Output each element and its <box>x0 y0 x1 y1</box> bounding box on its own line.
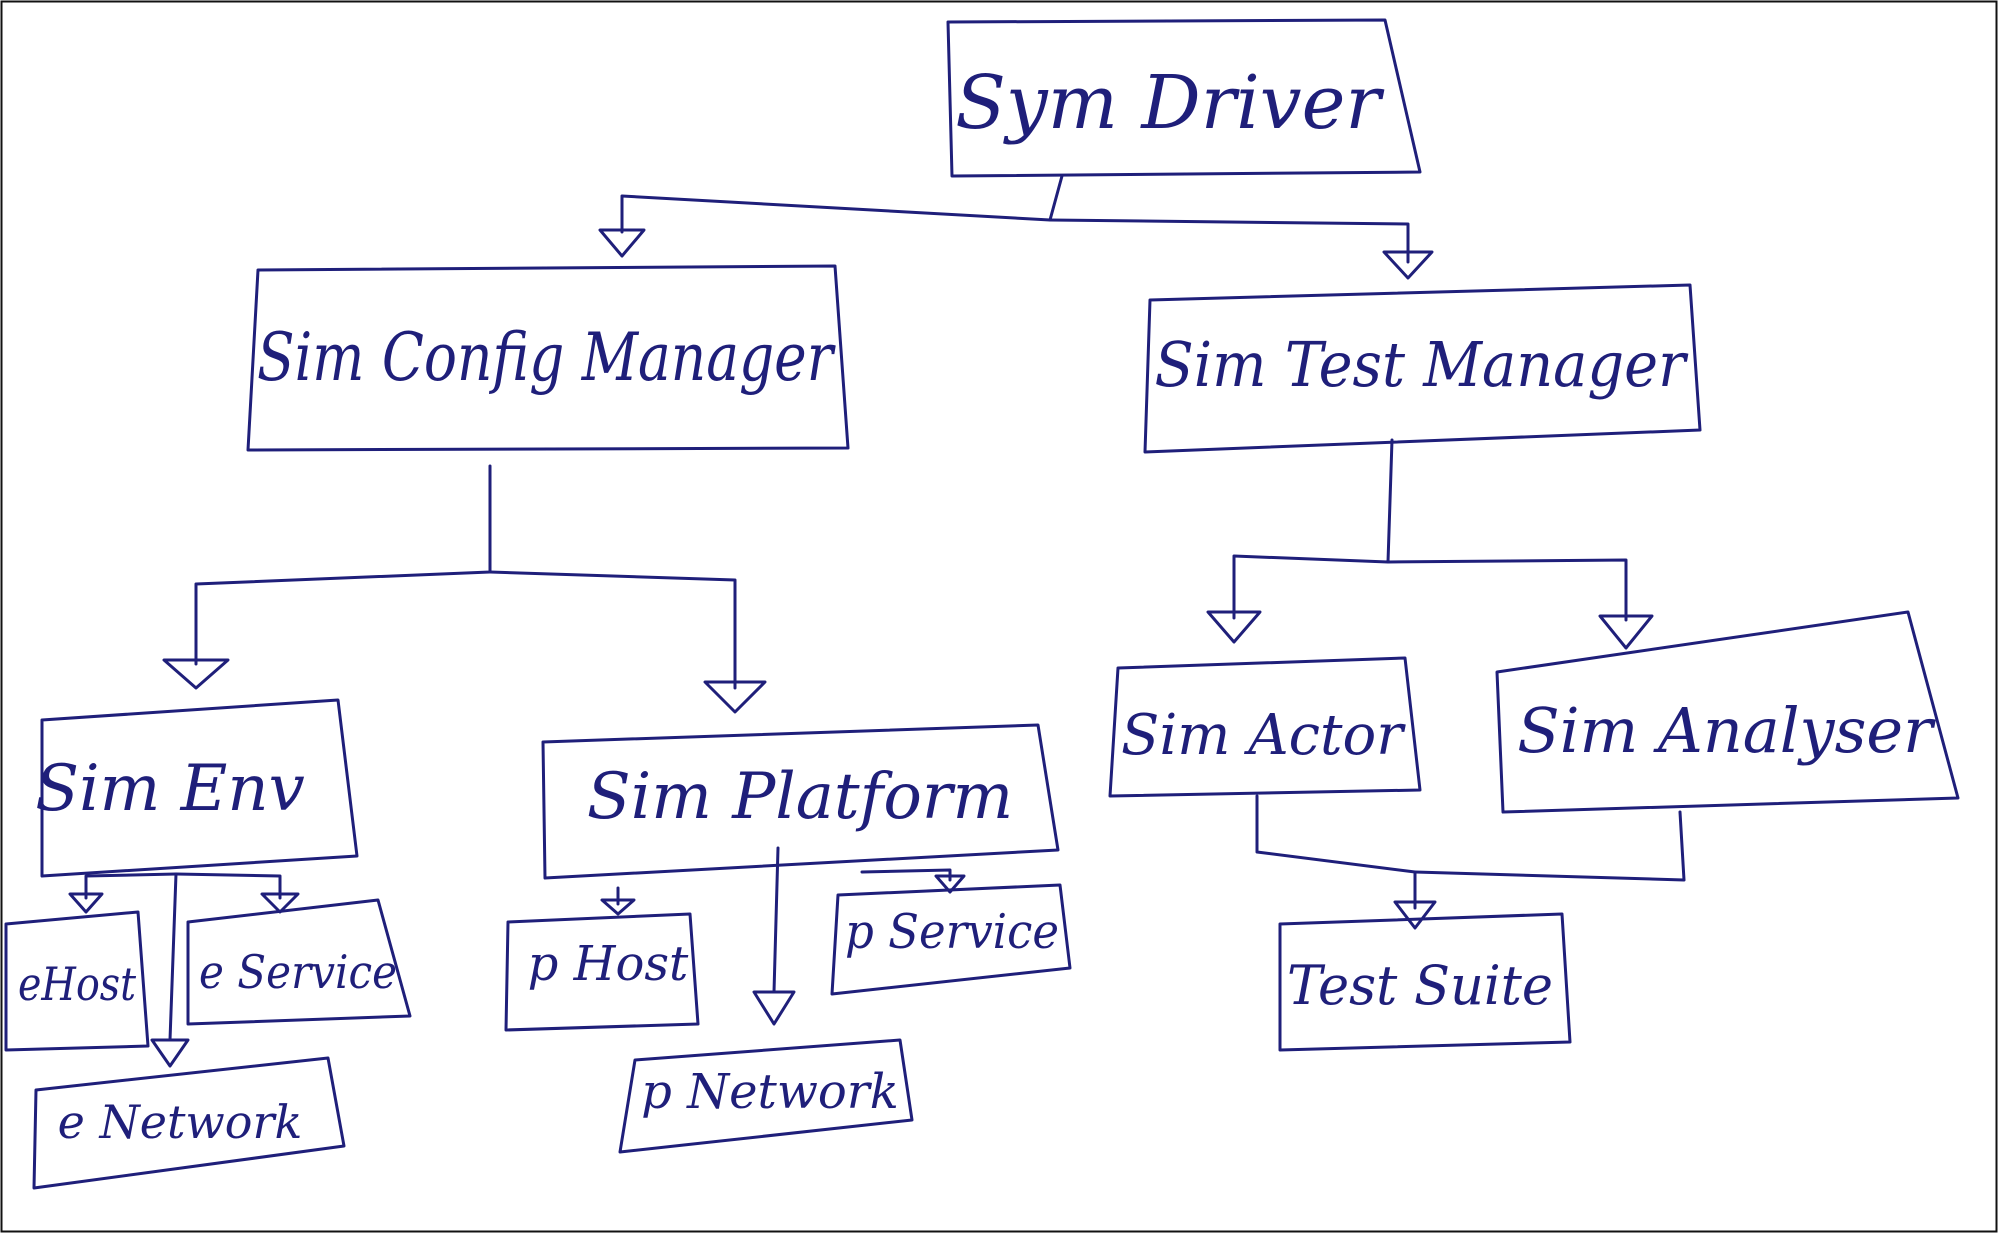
node-label-simtest: Sim Test Manager <box>1155 328 1689 401</box>
arrowhead-test-suite <box>1393 900 1437 930</box>
node-box-simanalyser <box>1495 610 1960 814</box>
node-box-testsuite <box>1278 912 1572 1052</box>
arrowhead-pservice <box>934 874 966 894</box>
connector-env-to-enetwork <box>168 872 178 1042</box>
arrowhead-test-manager <box>1382 250 1434 280</box>
node-label-simactor: Sim Actor <box>1121 703 1406 768</box>
node-boxes <box>4 18 1960 1190</box>
arrowhead-sim-env <box>162 658 230 690</box>
node-box-pservice <box>830 883 1072 996</box>
node-box-simconfig <box>246 264 850 452</box>
node-box-pnetwork <box>618 1038 914 1154</box>
node-label-pservice: p Service <box>845 904 1059 960</box>
node-label-ehost: eHost <box>18 957 136 1011</box>
arrowhead-eservice <box>260 892 300 914</box>
connector-config-to-env <box>194 464 492 666</box>
node-label-eservice: e Service <box>199 945 397 999</box>
arrowhead-sim-platform <box>703 680 767 714</box>
connector-platform-to-pnetwork <box>772 846 780 994</box>
connector-analyser-to-suite <box>1413 810 1686 882</box>
node-box-simdriver <box>946 18 1422 178</box>
node-box-simplatform <box>541 723 1060 880</box>
node-box-enetwork <box>32 1056 346 1190</box>
connector-test-to-analyser <box>1386 558 1628 622</box>
arrowhead-pnetwork <box>752 990 796 1026</box>
arrowhead-sim-analyser <box>1598 614 1654 650</box>
node-label-simdriver: Sym Driver <box>955 60 1385 146</box>
arrowhead-config-manager <box>598 228 646 258</box>
node-box-eservice <box>186 898 412 1026</box>
node-label-simplatform: Sim Platform <box>587 760 1013 834</box>
connector-driver-to-managers <box>620 174 1064 234</box>
connector-actor-to-suite <box>1255 794 1417 910</box>
node-label-simconfig: Sim Config Manager <box>257 319 836 396</box>
node-label-simenv: Sim Env <box>35 752 304 826</box>
node-label-simanalyser: Sim Analyser <box>1517 694 1936 767</box>
arrowhead-ehost <box>68 892 104 914</box>
arrowhead-enetwork <box>150 1038 190 1068</box>
arrowhead-phost <box>600 898 636 916</box>
connector-test-to-actor <box>1232 438 1394 620</box>
connector-config-to-platform <box>488 570 737 690</box>
node-label-testsuite: Test Suite <box>1287 954 1553 1017</box>
node-box-simtest <box>1143 283 1702 454</box>
node-label-phost: p Host <box>528 936 689 992</box>
connector-lines <box>84 174 1686 1042</box>
arrowhead-sim-actor <box>1206 610 1262 644</box>
node-label-enetwork: e Network <box>58 1095 303 1149</box>
node-box-simactor <box>1108 656 1422 798</box>
connector-env-to-ehost <box>84 872 178 900</box>
connector-env-to-eservice <box>174 872 282 900</box>
node-box-ehost <box>4 910 150 1052</box>
node-label-pnetwork: p Network <box>641 1064 899 1120</box>
node-box-phost <box>504 912 700 1032</box>
arrowheads <box>68 228 1654 1068</box>
connector-driver-to-testmgr <box>1048 218 1410 264</box>
node-box-simenv <box>40 698 359 878</box>
